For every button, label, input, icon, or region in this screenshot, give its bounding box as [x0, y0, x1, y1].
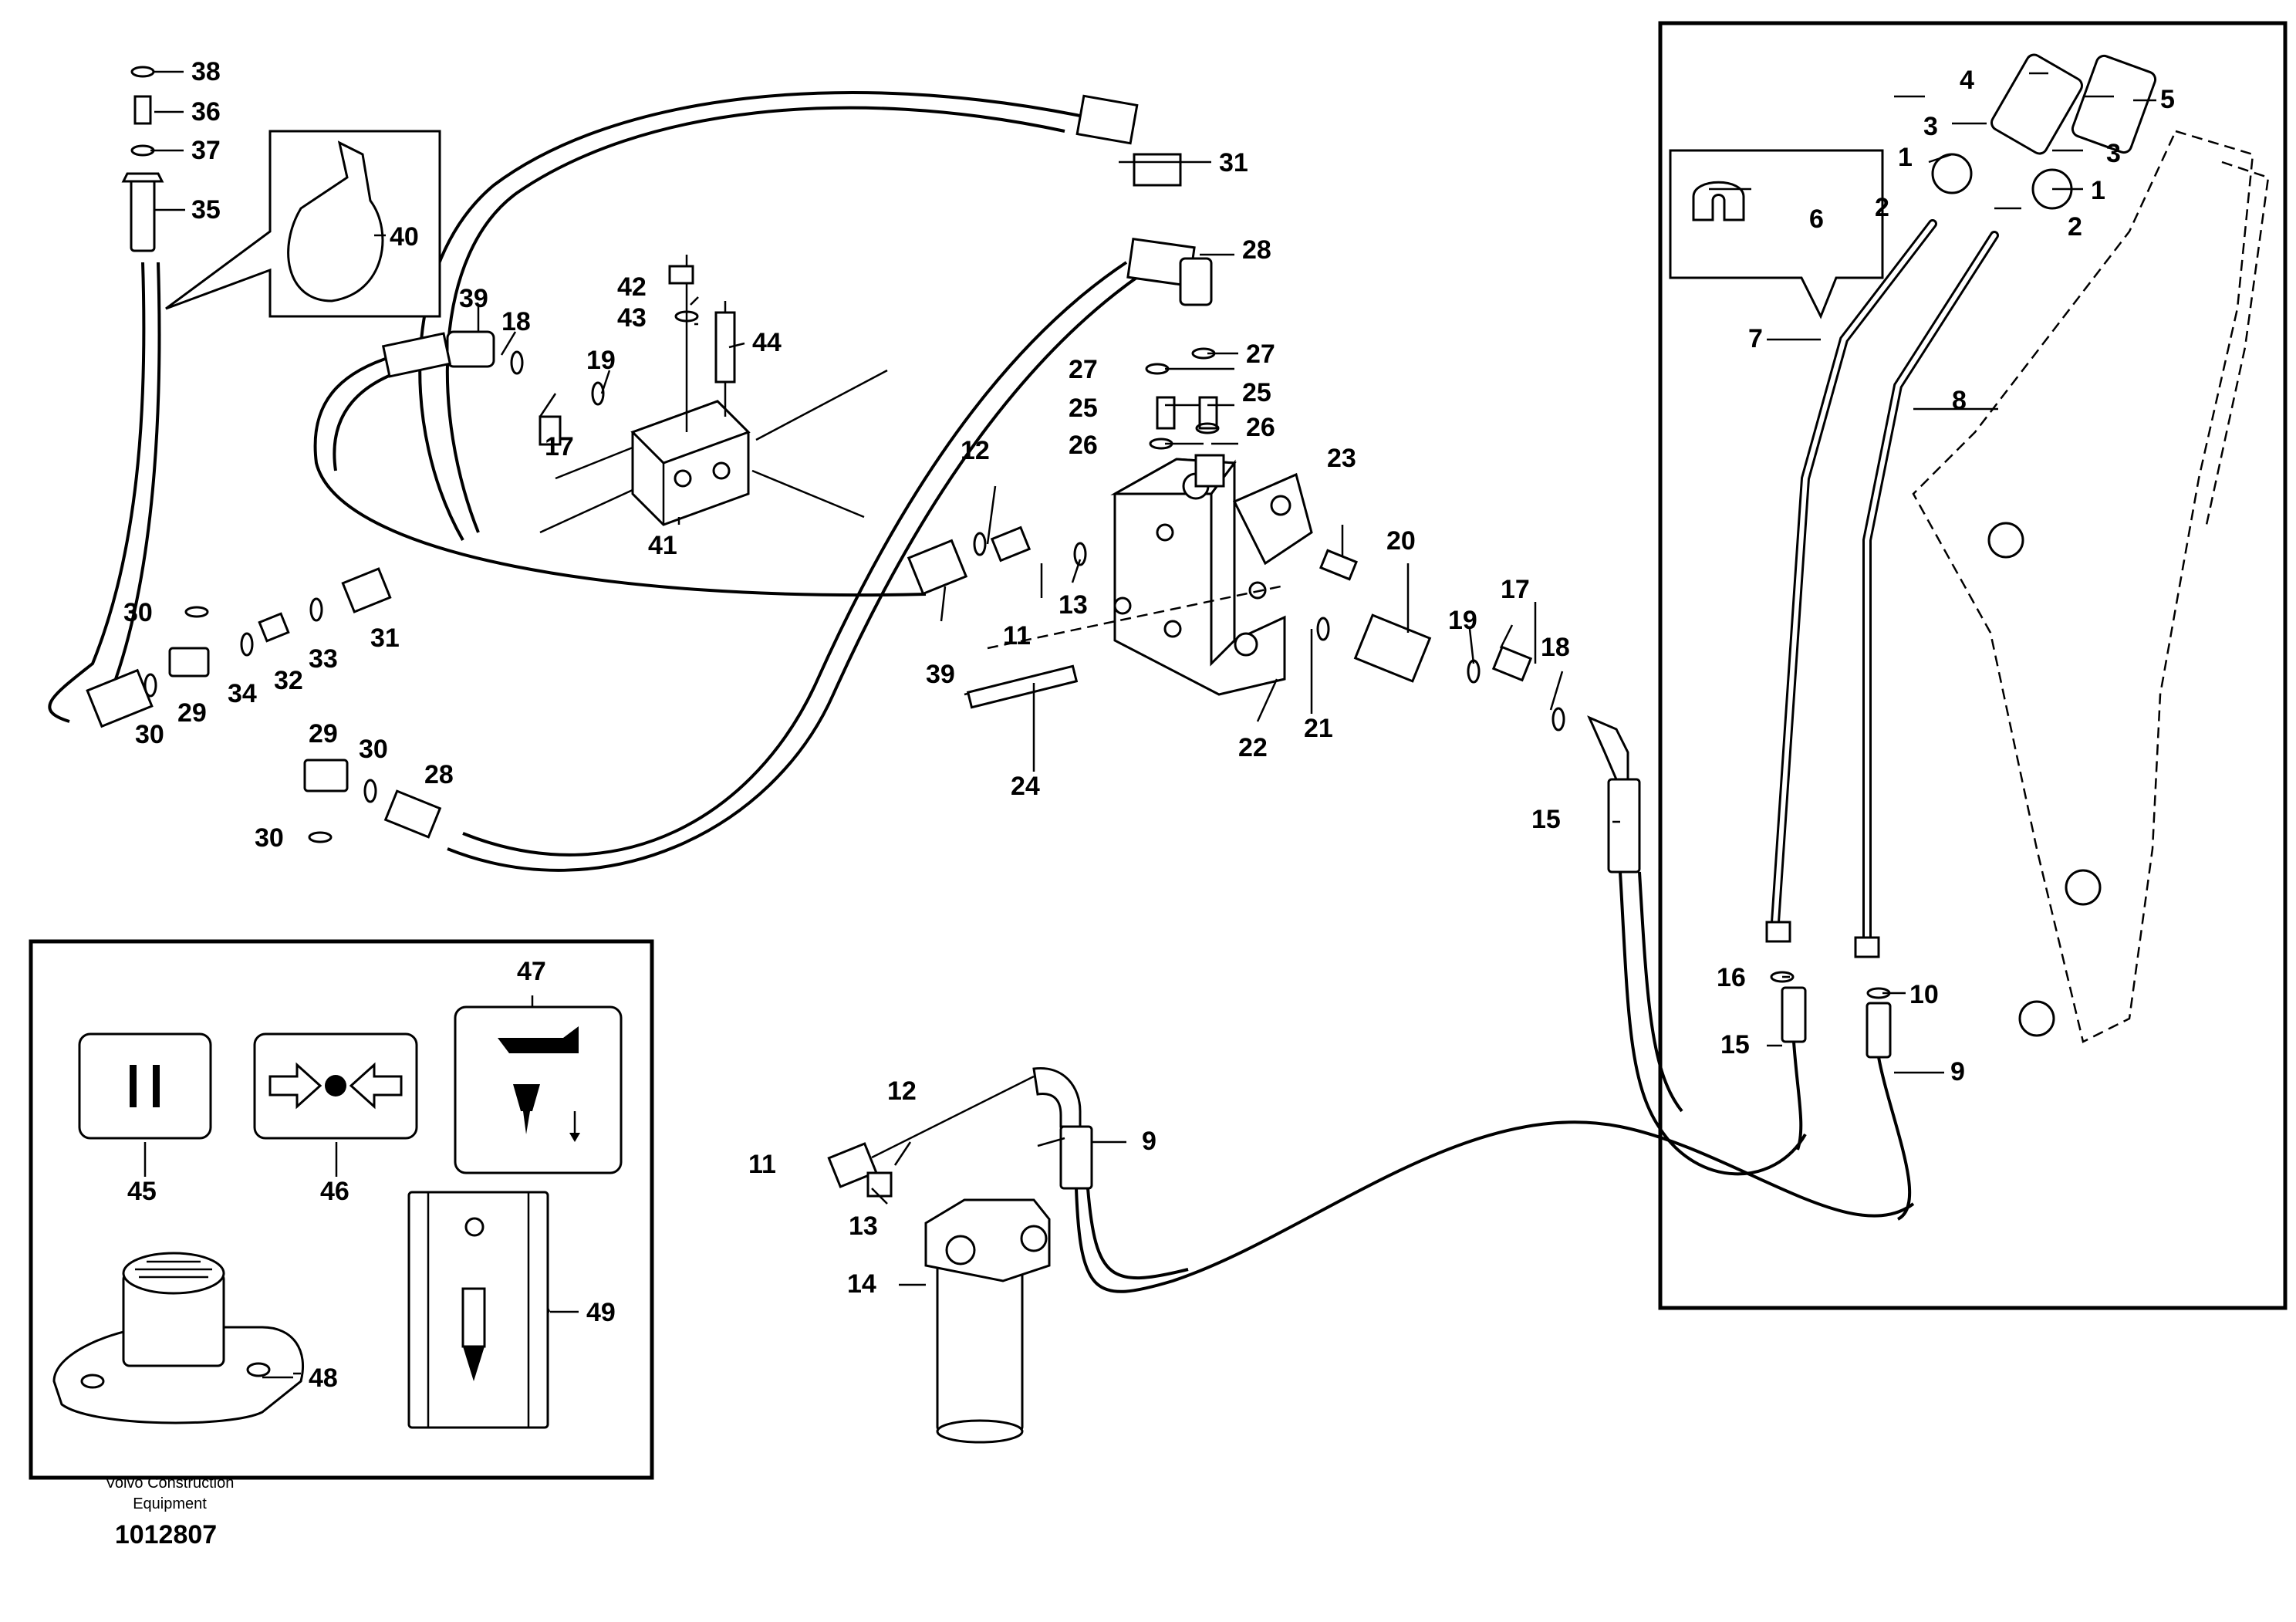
- callout-10: 10: [1909, 980, 1939, 1009]
- converging-arrows-icon: [268, 1062, 403, 1110]
- callout-21: 21: [1304, 714, 1333, 743]
- callout-48: 48: [309, 1363, 338, 1393]
- callout-3a: 3: [1923, 112, 1938, 141]
- hydraulic-breaker-icon: [513, 1084, 580, 1142]
- callout-30d: 30: [255, 823, 284, 853]
- drawing-footer: Volvo Construction Equipment 1012807: [106, 1475, 235, 1549]
- callout-5: 5: [2160, 85, 2175, 114]
- callout-19: 19: [586, 346, 616, 375]
- callout-26b: 26: [1246, 413, 1275, 442]
- callout-32: 32: [274, 666, 303, 695]
- callout-34: 34: [228, 679, 257, 708]
- callout-17b: 17: [1501, 575, 1530, 604]
- callout-12a: 12: [961, 436, 990, 465]
- pause-symbol-icon: [130, 1065, 160, 1107]
- callout-20: 20: [1386, 526, 1416, 556]
- callout-4: 4: [1960, 66, 1974, 95]
- callout-23: 23: [1327, 444, 1356, 473]
- callout-44: 44: [752, 328, 782, 357]
- callout-41: 41: [648, 531, 677, 560]
- rubber-pad-icon: [52, 1252, 305, 1424]
- leader-lines: [144, 70, 2156, 1379]
- callout-29a: 29: [177, 698, 207, 728]
- callout-9a: 9: [1142, 1127, 1156, 1156]
- callout-28b: 28: [424, 760, 454, 789]
- callout-31: 31: [1219, 148, 1248, 177]
- callout-2a: 2: [1875, 193, 1889, 222]
- callout-11b: 11: [748, 1150, 776, 1179]
- callout-30b: 30: [135, 720, 164, 749]
- instruction-plate-icon: [407, 1191, 549, 1429]
- distribution-block: [539, 255, 888, 534]
- callout-39: 39: [459, 284, 488, 313]
- callout-29b: 29: [309, 719, 338, 748]
- callout-30c: 30: [359, 735, 388, 764]
- callout-2b: 2: [2068, 212, 2082, 242]
- callout-25a: 25: [1069, 394, 1098, 423]
- company-name-line1: Volvo Construction: [106, 1475, 235, 1492]
- foot-pedal-icon: [498, 1026, 579, 1053]
- callout-16: 16: [1717, 963, 1746, 992]
- callout-46: 46: [320, 1177, 349, 1206]
- callout-47: 47: [517, 957, 546, 986]
- cable-tie-inset: [165, 130, 441, 318]
- callout-19b: 19: [1448, 606, 1477, 635]
- callout-15b: 15: [1720, 1030, 1750, 1059]
- right-detail-panel: [1658, 21, 2288, 1310]
- callout-45: 45: [127, 1177, 157, 1206]
- callout-27b: 27: [1246, 340, 1275, 369]
- callout-40: 40: [390, 222, 419, 252]
- callout-35: 35: [191, 195, 221, 225]
- callout-1b: 1: [2091, 176, 2105, 205]
- callout-24: 24: [1011, 772, 1040, 801]
- callout-36: 36: [191, 97, 221, 127]
- callout-27a: 27: [1069, 355, 1098, 384]
- callout-37: 37: [191, 136, 221, 165]
- callout-1a: 1: [1898, 143, 1913, 172]
- callout-18b: 18: [1541, 633, 1570, 662]
- callout-7: 7: [1748, 324, 1763, 353]
- callout-11a: 11: [1003, 621, 1031, 650]
- drawing-number: 1012807: [115, 1520, 217, 1549]
- callout-43: 43: [617, 303, 647, 333]
- callout-13b: 13: [849, 1211, 878, 1241]
- callout-31b: 31: [370, 623, 400, 653]
- company-name-line2: Equipment: [133, 1495, 207, 1512]
- filter-assembly: [827, 1066, 1093, 1444]
- callout-3b: 3: [2106, 139, 2121, 168]
- callout-6: 6: [1809, 204, 1824, 234]
- callout-14: 14: [847, 1269, 876, 1299]
- callout-39b: 39: [926, 660, 955, 689]
- fittings: [86, 94, 1641, 874]
- callout-13a: 13: [1059, 590, 1088, 620]
- callout-38: 38: [191, 57, 221, 86]
- callout-9b: 9: [1950, 1057, 1965, 1086]
- accessories-legend-box: [29, 939, 654, 1480]
- callout-42: 42: [617, 272, 647, 302]
- callout-26a: 26: [1069, 431, 1098, 460]
- callout-17: 17: [545, 432, 574, 461]
- callout-15a: 15: [1531, 805, 1561, 834]
- o-rings: [130, 66, 1891, 999]
- callout-labels: 38 36 37 35 40 39 18 19 17 41 42 43 44 3…: [123, 57, 2175, 1393]
- callout-30a: 30: [123, 598, 153, 627]
- callout-25b: 25: [1242, 378, 1271, 407]
- callout-49: 49: [586, 1298, 616, 1327]
- callout-8: 8: [1952, 386, 1967, 415]
- callout-12b: 12: [887, 1076, 917, 1106]
- callout-22: 22: [1238, 733, 1268, 762]
- callout-18: 18: [501, 307, 531, 336]
- callout-33: 33: [309, 644, 338, 674]
- callout-28: 28: [1242, 235, 1271, 265]
- control-valve-body: [987, 458, 1313, 696]
